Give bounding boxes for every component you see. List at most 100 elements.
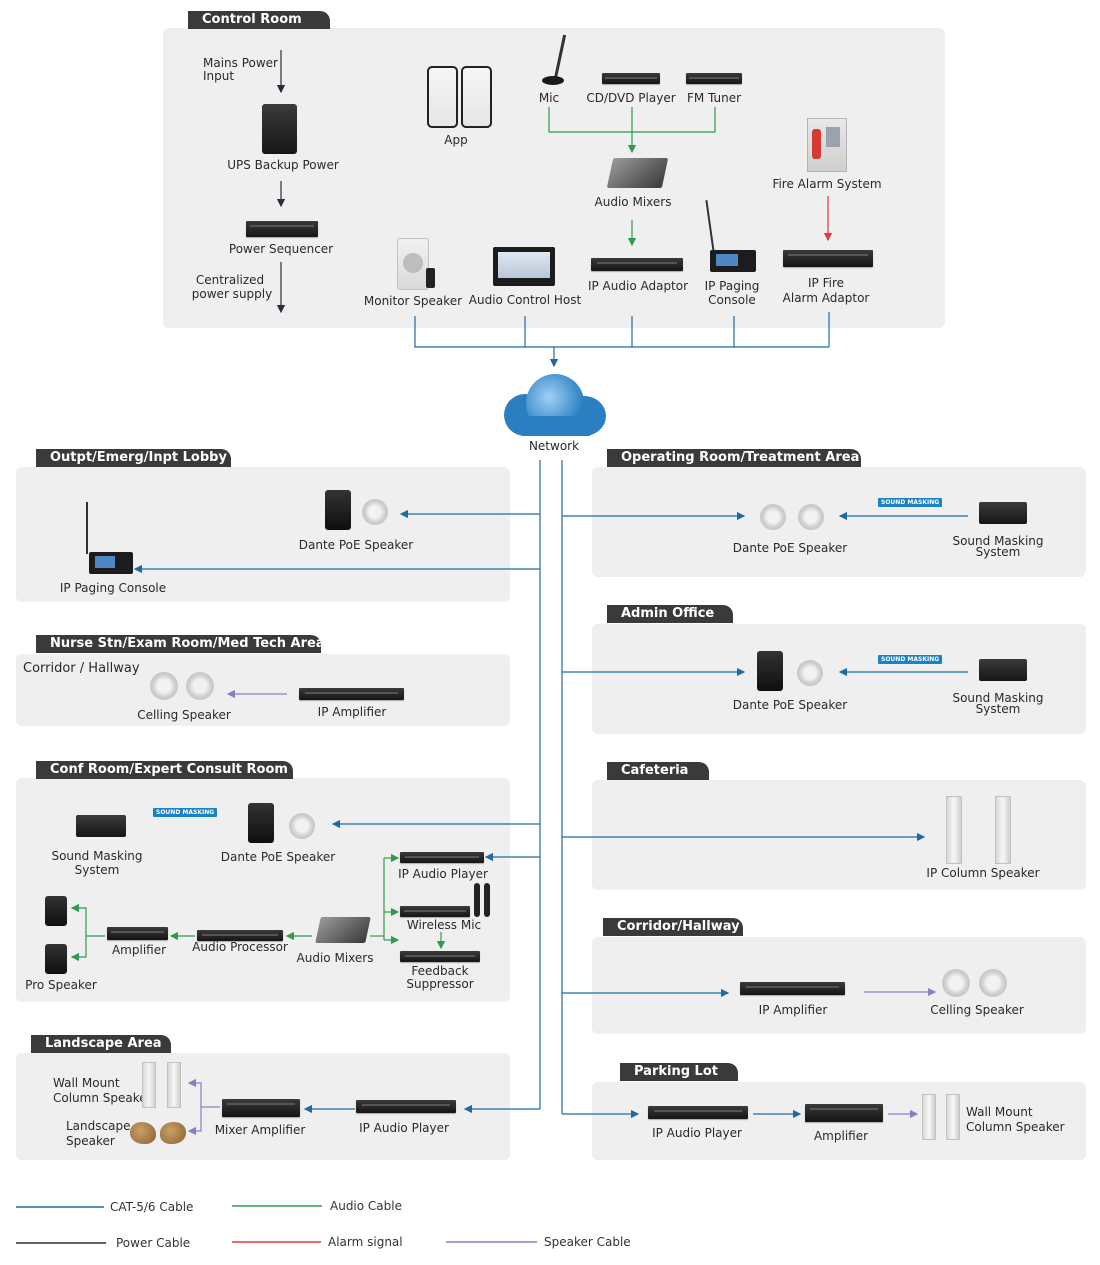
audio-control-host-device xyxy=(493,247,555,286)
operating-dante-speaker-1 xyxy=(760,504,786,530)
conf-dante-black-speaker xyxy=(248,803,274,843)
nurse-ip-amplifier-device xyxy=(299,688,404,700)
parking-amplifier-label: Amplifier xyxy=(813,1129,869,1143)
monitor-remote-icon xyxy=(426,268,435,288)
ip-audio-adaptor-device xyxy=(591,258,683,271)
corridor-ceiling-label: Celling Speaker xyxy=(930,1003,1024,1017)
conf-feedback-suppressor-device xyxy=(400,951,480,962)
cd-player-device xyxy=(602,73,660,84)
app-label: App xyxy=(444,133,468,147)
landscape-rock-speaker-2 xyxy=(160,1122,186,1144)
admin-sound-masking-badge: SOUND MASKING xyxy=(878,655,943,664)
cafeteria-title: Cafeteria xyxy=(607,762,709,780)
sequencer-label: Power Sequencer xyxy=(228,242,334,256)
admin-dante-label: Dante PoE Speaker xyxy=(732,698,848,712)
network-cloud-icon xyxy=(504,374,606,436)
landscape-mixer-amplifier-label: Mixer Amplifier xyxy=(214,1123,306,1137)
fire-alarm-label: Fire Alarm System xyxy=(772,177,882,191)
conf-pro-speaker-label: Pro Speaker xyxy=(25,978,97,992)
conf-amplifier-device xyxy=(107,927,168,940)
nurse-corridor-label: Corridor / Hallway xyxy=(23,661,140,676)
conf-ip-audio-player-label: IP Audio Player xyxy=(398,867,488,881)
conf-pro-speaker-2 xyxy=(45,944,67,974)
legend-speaker-cable: Speaker Cable xyxy=(544,1235,631,1249)
cd-player-label: CD/DVD Player xyxy=(586,91,676,105)
parking-wall-label-2: Column Speaker xyxy=(966,1120,1065,1134)
mains-power-label-2: Input xyxy=(203,69,235,83)
mic-icon xyxy=(540,34,570,90)
nurse-ceiling-label: Celling Speaker xyxy=(137,708,231,722)
conf-audio-processor-label: Audio Processor xyxy=(192,940,288,954)
conf-ip-audio-player-device xyxy=(400,852,484,863)
landscape-speaker-label-2: Speaker xyxy=(66,1134,115,1148)
lobby-dante-black-speaker xyxy=(325,490,351,530)
centralized-label-2: power supply xyxy=(191,287,273,301)
operating-dante-speaker-2 xyxy=(798,504,824,530)
lobby-dante-label: Dante PoE Speaker xyxy=(298,538,414,552)
admin-dante-round-speaker xyxy=(797,660,823,686)
conf-audio-processor-device xyxy=(197,930,283,941)
corridor-ip-amplifier-label: IP Amplifier xyxy=(758,1003,828,1017)
admin-masking-label-2: System xyxy=(975,702,1021,716)
sequencer-device xyxy=(246,221,318,237)
conf-audio-mixers-label: Audio Mixers xyxy=(296,951,374,965)
landscape-ip-audio-player-device xyxy=(356,1100,456,1113)
ip-audio-adaptor-label: IP Audio Adaptor xyxy=(587,279,689,293)
nurse-panel xyxy=(16,654,510,726)
conf-feedback-label-2: Suppressor xyxy=(406,977,474,991)
legend-audio-cable: Audio Cable xyxy=(330,1199,402,1213)
operating-sound-masking-badge: SOUND MASKING xyxy=(878,498,943,507)
cafeteria-column-label: IP Column Speaker xyxy=(926,866,1040,880)
control-room-title: Control Room xyxy=(188,11,330,29)
conf-dante-round-speaker xyxy=(289,813,315,839)
conf-wireless-receiver-device xyxy=(400,906,470,917)
legend-cat-cable: CAT-5/6 Cable xyxy=(110,1200,194,1214)
parking-column-speaker-2 xyxy=(946,1094,960,1140)
conf-amplifier-label: Amplifier xyxy=(111,943,167,957)
ups-label: UPS Backup Power xyxy=(227,158,339,172)
operating-masking-label: Sound Masking xyxy=(952,534,1044,548)
parking-amplifier-device xyxy=(805,1104,883,1122)
nurse-ceiling-speaker-2 xyxy=(186,672,214,700)
landscape-column-speaker-1 xyxy=(142,1062,156,1108)
mic-label: Mic xyxy=(538,91,560,105)
landscape-mixer-amplifier-device xyxy=(222,1099,300,1117)
ip-fire-alarm-adaptor-label: IP Fire xyxy=(807,276,845,290)
lobby-title: Outpt/Emerg/Inpt Lobby xyxy=(36,449,231,467)
network-label: Network xyxy=(528,439,580,453)
nurse-ceiling-speaker-1 xyxy=(150,672,178,700)
conf-masking-label-2: System xyxy=(74,863,120,877)
cafeteria-column-speaker-1 xyxy=(946,796,962,864)
nurse-ip-amplifier-label: IP Amplifier xyxy=(317,705,387,719)
admin-title: Admin Office xyxy=(607,605,733,623)
operating-dante-label: Dante PoE Speaker xyxy=(732,541,848,555)
legend-alarm-signal: Alarm signal xyxy=(328,1235,403,1249)
ip-paging-console-label-2: Console xyxy=(708,293,756,307)
ip-fire-alarm-adaptor-label-2: Alarm Adaptor xyxy=(782,291,870,305)
landscape-title: Landscape Area xyxy=(31,1035,171,1053)
operating-sound-masking-device xyxy=(979,502,1027,524)
landscape-wall-label-2: Column Speaker xyxy=(53,1091,152,1105)
lobby-dante-round-speaker xyxy=(362,499,388,525)
parking-wall-label: Wall Mount xyxy=(966,1105,1033,1119)
app-phone-icon xyxy=(427,66,458,128)
nurse-title: Nurse Stn/Exam Room/Med Tech Area xyxy=(36,635,325,653)
parking-ip-audio-player-device xyxy=(648,1106,748,1119)
landscape-rock-speaker-1 xyxy=(130,1122,156,1144)
fm-tuner-device xyxy=(686,73,742,84)
conf-pro-speaker-1 xyxy=(45,896,67,926)
conf-masking-label: Sound Masking xyxy=(51,849,143,863)
conf-sound-masking-badge: SOUND MASKING xyxy=(153,808,218,817)
operating-masking-label-2: System xyxy=(975,545,1021,559)
parking-ip-audio-player-label: IP Audio Player xyxy=(652,1126,742,1140)
conf-title: Conf Room/Expert Consult Room xyxy=(36,761,293,779)
admin-sound-masking-device xyxy=(979,659,1027,681)
corridor-ceiling-speaker-1 xyxy=(942,969,970,997)
legend-power-cable: Power Cable xyxy=(116,1236,191,1250)
audio-mixers-label: Audio Mixers xyxy=(594,195,672,209)
corridor-ceiling-speaker-2 xyxy=(979,969,1007,997)
corridor-ip-amplifier-device xyxy=(740,982,845,995)
conf-wireless-mic-label: Wireless Mic xyxy=(406,918,482,932)
parking-title: Parking Lot xyxy=(620,1063,738,1081)
